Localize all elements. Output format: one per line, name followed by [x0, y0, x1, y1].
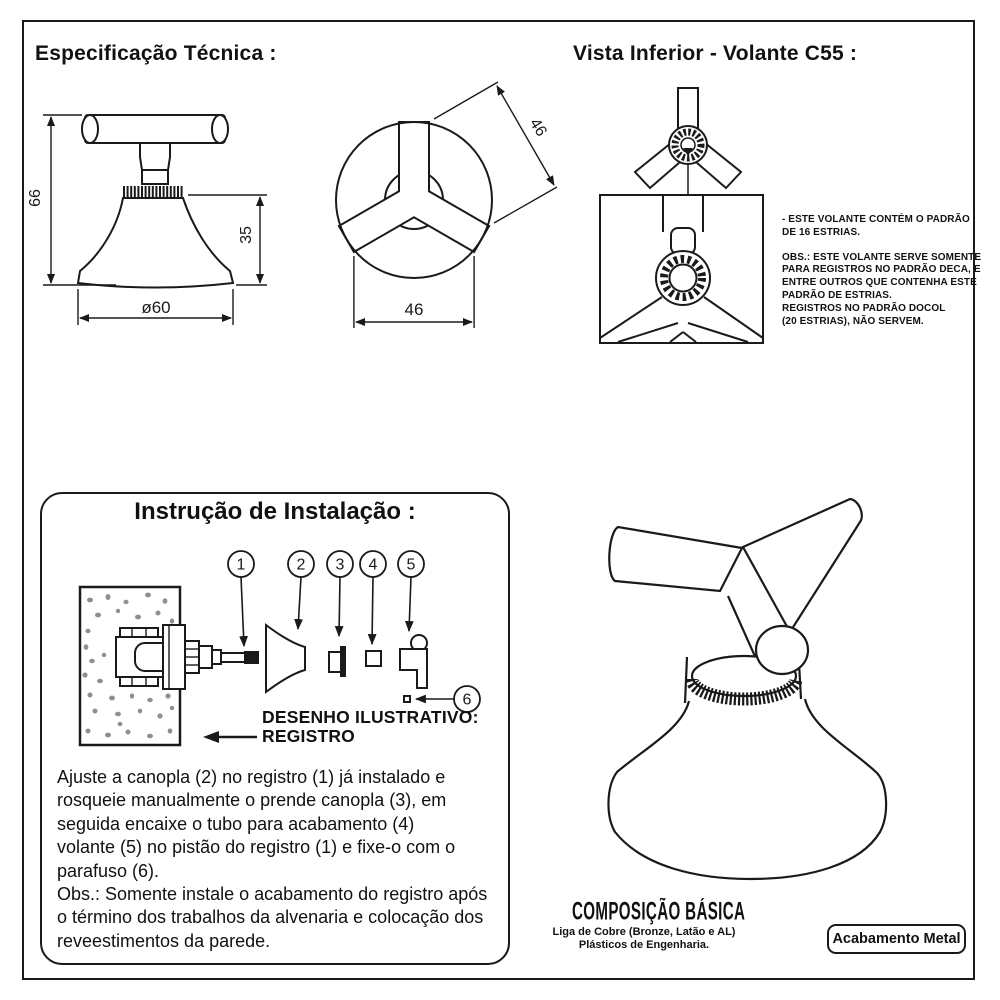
knurl-teeth — [685, 678, 803, 706]
dim-46-diagonal — [433, 81, 558, 224]
vista-notes: - ESTE VOLANTE CONTÉM O PADRÃO DE 16 EST… — [782, 214, 982, 328]
dim-46-diagonal-label: 46 — [526, 116, 550, 140]
body-line: parafuso (6). — [57, 860, 160, 881]
note-line: REGISTROS NO PADRÃO DOCOL — [782, 302, 946, 314]
note-line: - ESTE VOLANTE CONTÉM O PADRÃO — [782, 214, 970, 225]
detail-geometry — [599, 196, 764, 343]
composition-line: Liga de Cobre (Bronze, Latão e AL) — [552, 926, 736, 938]
svg-text:3: 3 — [336, 557, 345, 574]
drawing-caption: DESENHO ILUSTRATIVO: REGISTRO — [262, 708, 479, 746]
body-line: Ajuste a canopla (2) no registro (1) já … — [57, 767, 446, 787]
bottom-view-drawing — [599, 87, 764, 344]
callout-circles — [227, 550, 481, 713]
note-line: (20 ESTRIAS), NÃO SERVEM. — [782, 315, 924, 327]
spec-title: Especificação Técnica : — [35, 42, 277, 65]
tri-spoke-silhouette — [337, 121, 491, 254]
volante-part — [399, 634, 428, 689]
caption-line: DESENHO ILUSTRATIVO: — [262, 707, 479, 727]
wall-aggregate-dots — [82, 592, 175, 739]
detail-hub-bore — [668, 263, 698, 293]
callout-numbers: 1 2 3 4 5 6 — [237, 557, 472, 709]
handle-perspective-drawing — [607, 497, 888, 881]
note-line: PADRÃO DE ESTRIAS. — [782, 289, 892, 301]
rim-circle — [335, 121, 493, 279]
finish-badge: Acabamento Metal — [827, 924, 966, 954]
installation-text: Ajuste a canopla (2) no registro (1) já … — [57, 766, 502, 953]
svg-text:2: 2 — [297, 557, 306, 574]
composition-line: Plásticos de Engenharia. — [578, 939, 710, 951]
composition-lines: Liga de Cobre (Bronze, Latão e AL) Plást… — [524, 926, 764, 952]
side-view-drawing: 66 35 ø60 — [27, 114, 267, 325]
dim-35 — [188, 194, 267, 286]
svg-text:4: 4 — [369, 557, 378, 574]
installation-diagram: 1 2 3 4 5 6 — [78, 550, 481, 747]
vista-title: Vista Inferior - Volante C55 : — [573, 42, 858, 65]
svg-text:6: 6 — [463, 692, 472, 709]
dim-46-width-label: 46 — [405, 300, 424, 319]
composition-title: COMPOSIÇÃO BÁSICA — [572, 898, 746, 926]
body-line: rosqueie manualmente o prende canopla (3… — [57, 790, 447, 811]
body-line: Obs.: Somente instale o acabamento do re… — [57, 884, 488, 905]
installation-box — [40, 492, 510, 965]
handle-left-arm — [608, 525, 744, 593]
page-border — [22, 20, 975, 980]
canopla-part — [265, 623, 306, 694]
hub-notch — [683, 148, 693, 156]
note-line: OBS.: ESTE VOLANTE SERVE SOMENTE — [782, 251, 982, 263]
callout-arrows — [239, 576, 454, 704]
svg-text:1: 1 — [237, 557, 246, 574]
prende-canopla-part — [328, 646, 346, 677]
dim-35-label: 35 — [238, 226, 255, 244]
tubo-part — [365, 650, 382, 667]
dim-66 — [43, 114, 116, 286]
body-line: volante (5) no pistão do registro (1) e … — [57, 837, 456, 858]
note-line: PARA REGISTROS NO PADRÃO DECA, E — [782, 264, 981, 276]
dim-d60 — [77, 289, 234, 325]
body-line: o término dos trabalhos da alvenaria e c… — [57, 907, 484, 928]
handle-right-arm — [741, 497, 863, 635]
handle-side-profile — [76, 114, 235, 289]
bell-base — [607, 698, 888, 881]
dim-66-label: 66 — [27, 189, 44, 207]
body-line: seguida encaixe o tubo para acabamento (… — [57, 813, 415, 834]
dim-46-width — [353, 256, 475, 328]
detail-hub-splines — [660, 255, 706, 301]
note-line: DE 16 ESTRIAS. — [782, 226, 861, 238]
note-line: ENTRE OUTROS QUE CONTENHA ESTE — [782, 277, 977, 289]
svg-text:5: 5 — [407, 557, 416, 574]
body-line: reveestimentos da parede. — [57, 930, 271, 951]
parafuso-part — [403, 695, 411, 703]
registro-drawing — [115, 624, 259, 690]
dim-d60-label: ø60 — [141, 298, 170, 317]
caption-arrow — [203, 731, 257, 743]
caption-line: REGISTRO — [262, 726, 355, 746]
hub-splines — [671, 128, 705, 162]
handle-front-arm-end — [754, 624, 810, 676]
top-view-drawing: 46 46 — [335, 81, 558, 328]
installation-title: Instrução de Instalação : — [134, 498, 416, 525]
